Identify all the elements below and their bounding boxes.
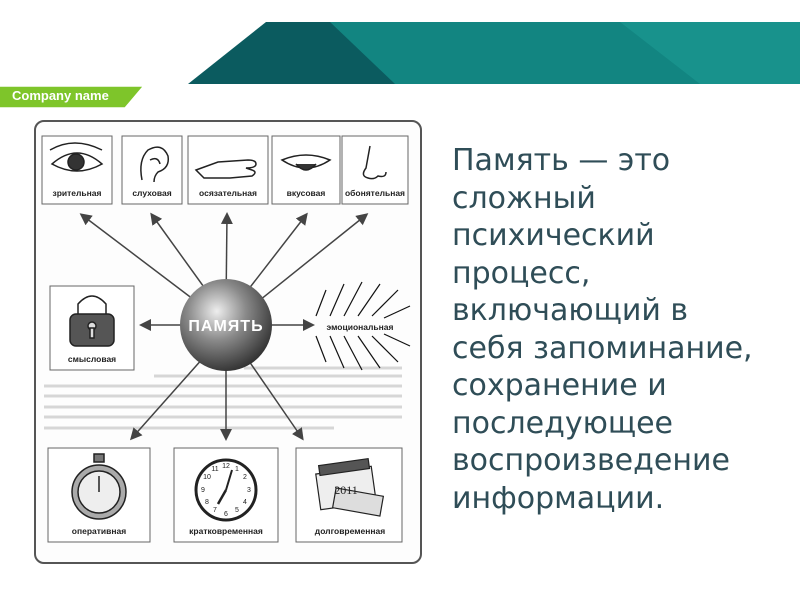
definition-line: Память — это [452, 142, 792, 180]
definition-line: воспроизведение [452, 442, 792, 480]
box-short-term-label: кратковременная [189, 526, 263, 536]
definition-line: процесс, [452, 255, 792, 293]
box-olfactory-label: обонятельная [345, 188, 405, 198]
memory-core-label: ПАМЯТЬ [188, 318, 263, 335]
clock-number-6: 6 [224, 511, 228, 518]
memory-diagram: зрительная слуховая осязательная вкусова… [34, 120, 418, 560]
box-operative: оперативная [48, 448, 150, 542]
clock-number-11: 11 [211, 466, 218, 473]
box-olfactory: обонятельная [342, 136, 408, 204]
clock-number-9: 9 [201, 487, 205, 494]
clock-number-5: 5 [235, 507, 239, 514]
clock-number-7: 7 [213, 507, 217, 514]
box-long-term: 2011 долговременная [296, 448, 402, 542]
definition-line: себя запоминание, [452, 330, 792, 368]
header-banner [0, 0, 800, 90]
clock-number-2: 2 [243, 474, 247, 481]
clock-number-10: 10 [203, 474, 211, 481]
box-tactile-label: осязательная [199, 188, 257, 198]
box-tactile: осязательная [188, 136, 268, 204]
clock-number-1: 1 [235, 466, 239, 473]
box-short-term: 12 1 2 3 4 5 6 7 8 9 10 11 кратковременн… [174, 448, 278, 542]
memory-definition: Память — это сложный психический процесс… [452, 142, 792, 517]
box-visual: зрительная [42, 136, 112, 204]
box-auditory: слуховая [122, 136, 182, 204]
definition-line: информации. [452, 480, 792, 518]
box-operative-label: оперативная [72, 526, 126, 536]
calendar-year: 2011 [334, 483, 358, 497]
box-semantic-label: смысловая [68, 354, 116, 364]
clock-number-4: 4 [243, 499, 247, 506]
box-gustatory: вкусовая [272, 136, 340, 204]
company-name: Company name [12, 88, 109, 103]
box-visual-label: зрительная [53, 188, 102, 198]
definition-line: последующее [452, 405, 792, 443]
box-long-term-label: долговременная [315, 526, 385, 536]
box-emotional-label: эмоциональная [327, 322, 394, 332]
memory-core: ПАМЯТЬ [180, 279, 272, 371]
background-text-lines [44, 368, 402, 428]
clock-number-12: 12 [222, 463, 230, 470]
definition-line: включающий в [452, 292, 792, 330]
definition-line: сложный [452, 180, 792, 218]
clock-number-3: 3 [247, 487, 251, 494]
clock-number-8: 8 [205, 499, 209, 506]
box-semantic: смысловая [50, 286, 134, 370]
box-emotional: эмоциональная [316, 282, 410, 370]
box-auditory-label: слуховая [132, 188, 171, 198]
definition-line: психический [452, 217, 792, 255]
definition-line: сохранение и [452, 367, 792, 405]
box-gustatory-label: вкусовая [287, 188, 326, 198]
